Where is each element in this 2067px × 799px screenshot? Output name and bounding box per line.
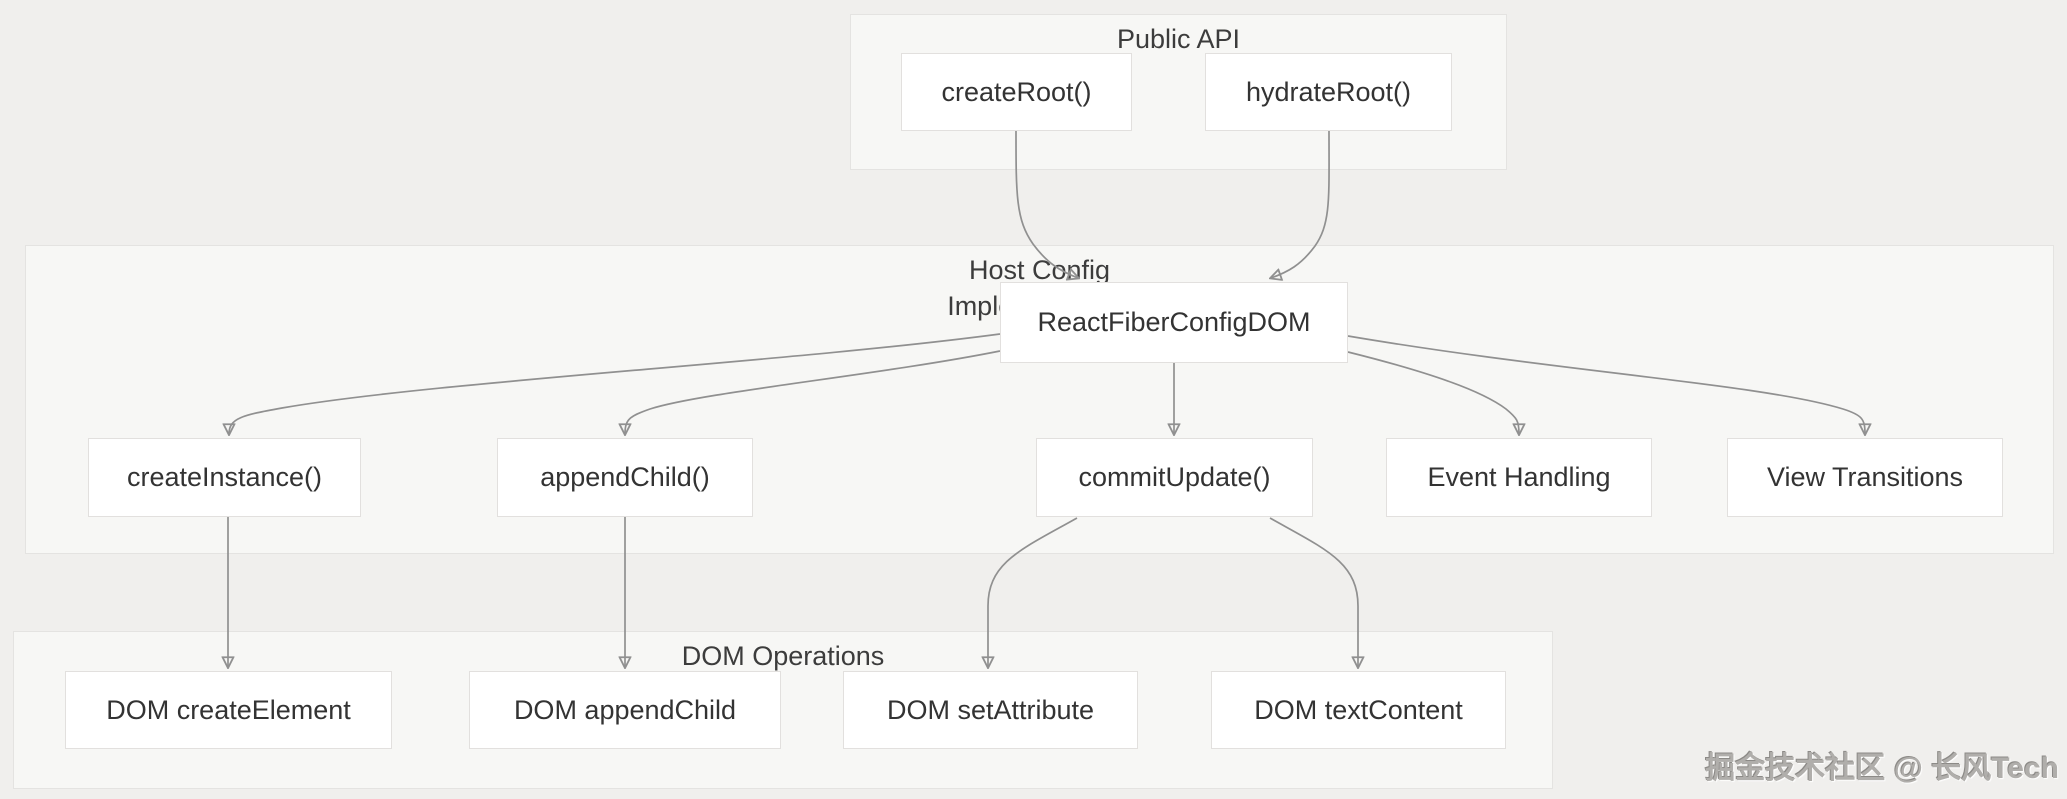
node-dom-append-child: DOM appendChild [469, 671, 781, 749]
node-hydrate-root-label: hydrateRoot() [1245, 76, 1412, 107]
group-dom-operations-title: DOM Operations [14, 638, 1552, 674]
edge-ReactFiberConfigDOM-to-createInstance [229, 333, 1001, 434]
node-create-instance-label: createInstance() [126, 462, 323, 492]
edge-createRoot-to-ReactFiberConfigDOM [1015, 130, 1078, 278]
edge-ReactFiberConfigDOM-to-eventHandling [1347, 351, 1519, 434]
edge-hydrateRoot-to-ReactFiberConfigDOM [1271, 130, 1330, 278]
node-dom-text-content-label: DOM textContent [1254, 694, 1463, 725]
node-view-transitions: View Transitions [1727, 438, 2003, 517]
group-host-config-title-line1: Host Config [968, 255, 1111, 285]
node-create-root: createRoot() [901, 53, 1132, 131]
edge-ReactFiberConfigDOM-to-appendChild [625, 350, 1001, 434]
group-public-api-title: Public API [851, 21, 1506, 57]
node-append-child: appendChild() [497, 438, 753, 517]
node-commit-update: commitUpdate() [1036, 438, 1313, 517]
node-dom-create-element: DOM createElement [65, 671, 392, 749]
node-create-root-label: createRoot() [941, 76, 1092, 107]
node-hydrate-root: hydrateRoot() [1205, 53, 1452, 131]
edge-commitUpdate-to-domTextContent [1269, 517, 1358, 667]
node-create-instance: createInstance() [88, 438, 361, 517]
node-dom-set-attribute-label: DOM setAttribute [886, 694, 1095, 725]
node-dom-text-content: DOM textContent [1211, 671, 1506, 749]
node-dom-create-element-label: DOM createElement [106, 694, 351, 725]
node-event-handling: Event Handling [1386, 438, 1652, 517]
node-commit-update-label: commitUpdate() [1078, 462, 1271, 492]
node-dom-set-attribute: DOM setAttribute [843, 671, 1138, 749]
node-append-child-label: appendChild() [540, 462, 710, 492]
group-public-api-title-text: Public API [1116, 24, 1241, 54]
group-dom-operations-title-text: DOM Operations [681, 641, 885, 671]
node-react-fiber-config-dom: ReactFiberConfigDOM [1000, 282, 1348, 363]
node-react-fiber-config-dom-label: ReactFiberConfigDOM [1037, 307, 1311, 337]
edge-ReactFiberConfigDOM-to-viewTransitions [1347, 335, 1865, 434]
node-view-transitions-label: View Transitions [1766, 462, 1964, 492]
node-event-handling-label: Event Handling [1427, 462, 1611, 492]
edge-commitUpdate-to-domSetAttribute [988, 517, 1078, 667]
node-dom-append-child-label: DOM appendChild [513, 694, 737, 725]
watermark-text: 掘金技术社区 @ 长风Tech [1705, 752, 2059, 785]
